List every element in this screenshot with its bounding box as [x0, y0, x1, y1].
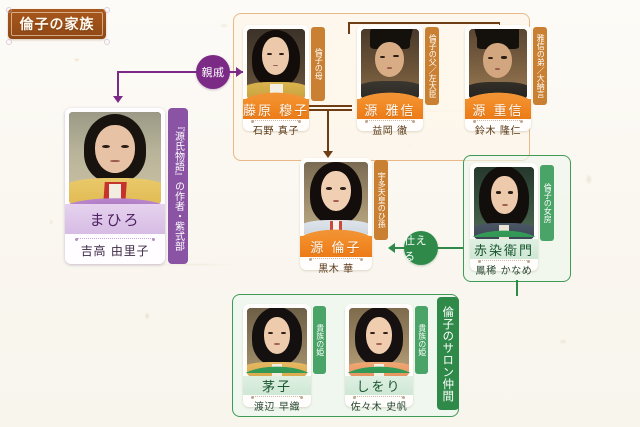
- mahiro-actor: 吉高 由里子: [80, 244, 150, 258]
- akazome-emon-swoop: [470, 215, 538, 237]
- kinship-arrow-down: [113, 96, 123, 103]
- plaque-corner-tick: [104, 39, 110, 45]
- chiko-actor: 渡辺 早織: [253, 402, 301, 413]
- plaque-corner-tick: [6, 7, 12, 13]
- akazome-emon-actor: 鳳稀 かなめ: [475, 266, 533, 277]
- minamoto-rinshi-swoop: [300, 214, 372, 236]
- minamoto-shigenobu-swoop: [465, 77, 531, 99]
- plaque-corner-tick: [6, 39, 12, 45]
- sibling-bracket-horizontal: [348, 22, 500, 24]
- minamoto-rinshi-role-tag-text: 宇多天皇のひ孫: [377, 172, 387, 228]
- mahiro-divider: [75, 237, 155, 241]
- minamoto-rinshi-divider: [309, 257, 363, 261]
- akazome-emon-divider: [478, 259, 530, 263]
- shiwori-divider: [353, 395, 405, 399]
- shiwori-swoop: [345, 351, 413, 373]
- minamoto-rinshi-namebar: 源 倫子: [300, 236, 372, 257]
- mahiro-namebar: まひろ: [65, 204, 165, 234]
- shiwori-role-tag: 貴族の姫: [415, 306, 428, 374]
- serves-badge: 仕える: [404, 231, 438, 265]
- minamoto-shigenobu-actor: 鈴木 隆仁: [474, 126, 522, 137]
- card-shiwori[interactable]: しをり 佐々木 史帆 貴族の姫: [345, 304, 428, 413]
- serves-line-right: [437, 247, 463, 249]
- salon-group-label: 倫子のサロン仲間: [437, 297, 459, 410]
- minamoto-masanobu-namebar: 源 雅信: [357, 99, 423, 119]
- chiko-role-tag-text: 貴族の姫: [315, 324, 325, 356]
- kinship-badge-text: 親戚: [201, 66, 225, 79]
- shiwori-name: しをり: [356, 380, 402, 395]
- salon-link-vertical: [516, 280, 518, 296]
- serves-arrow: [388, 243, 395, 253]
- mahiro-role-tag: 『源氏物語』の作者・紫式部: [168, 108, 188, 264]
- fujiwara-bokushi-namebar: 藤原 穆子: [243, 99, 309, 119]
- minamoto-shigenobu-role-tag-text: 雅信の弟／大納言: [536, 34, 546, 98]
- minamoto-shigenobu-divider: [473, 119, 523, 123]
- minamoto-shigenobu-namebar: 源 重信: [465, 99, 531, 119]
- akazome-emon-role-tag: 倫子の女房: [540, 165, 554, 241]
- card-akazome-emon[interactable]: 赤染衛門 鳳稀 かなめ 倫子の女房: [470, 163, 554, 277]
- fujiwara-bokushi-name: 藤原 穆子: [242, 103, 310, 119]
- descent-line-vertical: [327, 109, 329, 153]
- fujiwara-bokushi-divider: [251, 119, 301, 123]
- chart-title-text: 倫子の家族: [19, 17, 95, 33]
- shiwori-actor: 佐々木 史帆: [350, 402, 408, 413]
- mahiro-swoop: [65, 184, 165, 204]
- kinship-arrow-right: [236, 67, 243, 77]
- chiko-divider: [251, 395, 303, 399]
- serves-line-left: [394, 247, 406, 249]
- card-minamoto-rinshi[interactable]: 源 倫子 黒木 華 宇多天皇のひ孫: [300, 158, 388, 275]
- akazome-emon-name: 赤染衛門: [473, 243, 534, 259]
- sibling-bracket-left-drop: [348, 22, 350, 34]
- marriage-line-upper: [305, 105, 352, 107]
- minamoto-rinshi-role-tag: 宇多天皇のひ孫: [374, 160, 388, 240]
- plaque-corner-tick: [104, 7, 110, 13]
- card-fujiwara-bokushi[interactable]: 藤原 穆子 石野 真子 倫子の母: [243, 25, 325, 137]
- mahiro-role-tag-text: 『源氏物語』の作者・紫式部: [172, 121, 184, 251]
- chart-title-plaque: 倫子の家族: [8, 9, 106, 39]
- minamoto-masanobu-actor: 益岡 徹: [372, 126, 408, 137]
- chiko-name: 茅子: [261, 380, 292, 395]
- card-minamoto-shigenobu[interactable]: 源 重信 鈴木 隆仁 雅信の弟／大納言: [465, 25, 547, 137]
- kinship-line-drop: [117, 71, 119, 99]
- marriage-line-lower: [305, 109, 352, 111]
- minamoto-masanobu-role-tag: 倫子の父／左大臣: [425, 27, 439, 105]
- fujiwara-bokushi-role-tag-text: 倫子の母: [314, 48, 324, 80]
- minamoto-masanobu-name: 源 雅信: [364, 103, 416, 119]
- serves-badge-text: 仕える: [404, 234, 427, 263]
- chiko-swoop: [243, 351, 311, 373]
- akazome-emon-namebar: 赤染衛門: [470, 239, 538, 259]
- card-minamoto-masanobu[interactable]: 源 雅信 益岡 徹 倫子の父／左大臣: [357, 25, 439, 137]
- minamoto-shigenobu-name: 源 重信: [472, 103, 524, 119]
- kinship-line-horizontal: [117, 71, 245, 73]
- kinship-badge: 親戚: [196, 55, 230, 89]
- salon-group-label-text: 倫子のサロン仲間: [441, 305, 456, 402]
- fujiwara-bokushi-actor: 石野 真子: [252, 126, 300, 137]
- fujiwara-bokushi-role-tag: 倫子の母: [311, 27, 325, 101]
- minamoto-shigenobu-role-tag: 雅信の弟／大納言: [533, 27, 547, 105]
- descent-arrow: [323, 151, 333, 158]
- minamoto-rinshi-actor: 黒木 華: [318, 264, 354, 275]
- card-mahiro[interactable]: まひろ 吉高 由里子: [65, 108, 165, 264]
- mahiro-name: まひろ: [89, 210, 141, 229]
- minamoto-masanobu-swoop: [357, 77, 423, 99]
- card-chiko[interactable]: 茅子 渡辺 早織 貴族の姫: [243, 304, 326, 413]
- fujiwara-bokushi-swoop: [243, 77, 309, 99]
- chiko-role-tag: 貴族の姫: [313, 306, 326, 374]
- minamoto-masanobu-divider: [365, 119, 415, 123]
- shiwori-role-tag-text: 貴族の姫: [417, 324, 427, 356]
- chiko-namebar: 茅子: [243, 376, 311, 395]
- minamoto-rinshi-name: 源 倫子: [310, 241, 362, 256]
- shiwori-namebar: しをり: [345, 376, 413, 395]
- minamoto-masanobu-role-tag-text: 倫子の父／左大臣: [428, 34, 438, 98]
- akazome-emon-role-tag-text: 倫子の女房: [543, 183, 553, 223]
